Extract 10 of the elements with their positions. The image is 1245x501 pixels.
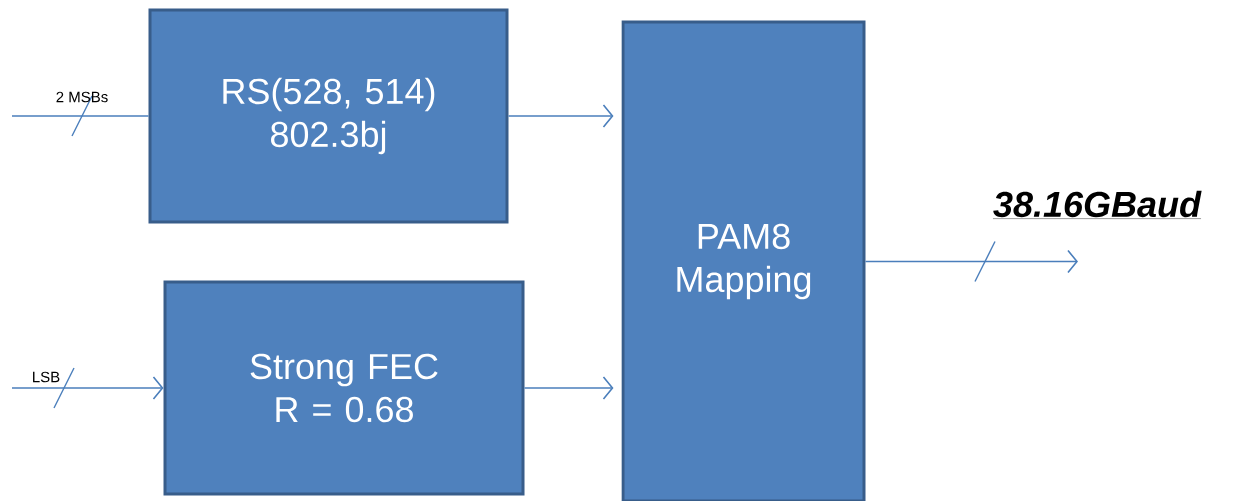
process-box: Strong FEC R = 0.68 bbox=[163, 280, 525, 496]
arrow bbox=[507, 104, 614, 128]
arrow bbox=[11, 376, 164, 400]
arrow bbox=[864, 249, 1078, 274]
rate-label: 38.16GBaud bbox=[992, 190, 1202, 219]
edge-label: LSB bbox=[33, 371, 60, 383]
process-box: RS(528, 514) 802.3bj bbox=[148, 8, 509, 224]
process-box: PAM8 Mapping bbox=[621, 20, 866, 501]
arrow bbox=[523, 376, 614, 400]
edge-label: 2 MSBs bbox=[56, 91, 108, 103]
